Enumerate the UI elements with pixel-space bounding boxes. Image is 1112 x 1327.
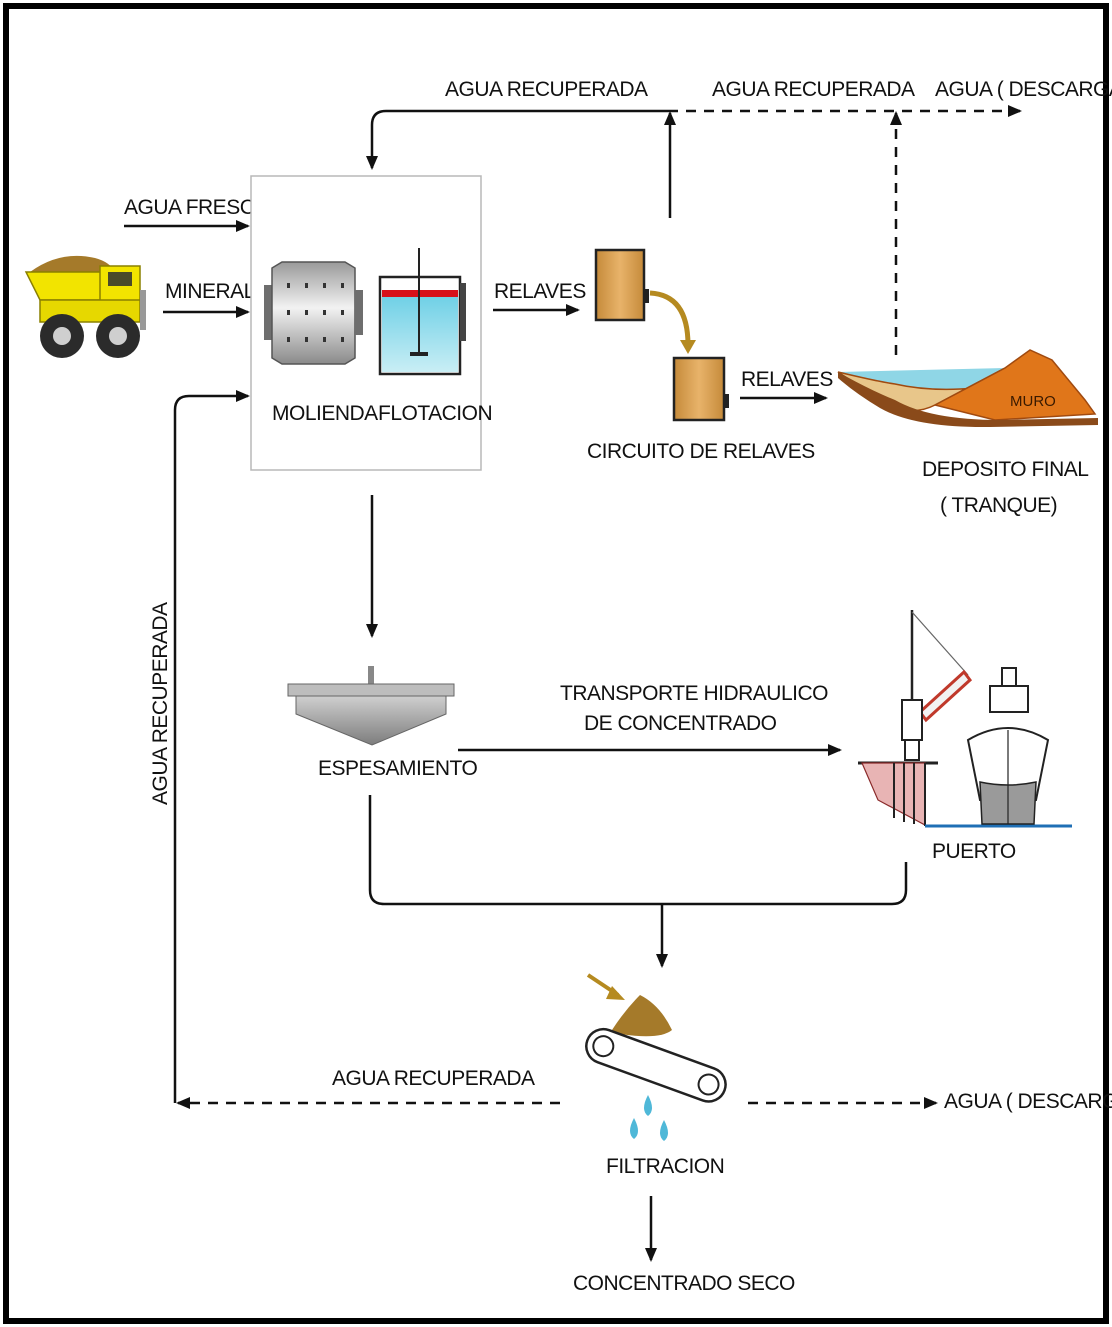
label-mineral: MINERAL <box>165 280 255 303</box>
label-agua-recuperada-bottom: AGUA RECUPERADA <box>332 1067 535 1090</box>
label-agua-fresca: AGUA FRESCA <box>124 196 268 219</box>
water-drop-icon <box>630 1095 668 1141</box>
label-filtracion: FILTRACION <box>606 1155 724 1178</box>
tailings-tank-icon <box>594 248 729 422</box>
label-espesamiento: ESPESAMIENTO <box>318 757 477 780</box>
filter-belt-icon <box>585 973 727 1103</box>
flotation-cell-icon <box>378 248 466 376</box>
label-circuito-de-relaves: CIRCUITO DE RELAVES <box>587 440 815 463</box>
label-agua-descarga-bottom: AGUA ( DESCARGA) <box>944 1090 1112 1113</box>
label-deposito-final-1: DEPOSITO FINAL <box>922 458 1089 481</box>
label-relaves-2: RELAVES <box>741 368 833 391</box>
ball-mill-icon <box>264 261 363 365</box>
label-agua-recuperada-vertical: AGUA RECUPERADA <box>149 602 172 805</box>
label-transporte-2: DE CONCENTRADO <box>584 712 777 735</box>
dump-truck-icon <box>24 255 146 358</box>
label-agua-recuperada-top-left: AGUA RECUPERADA <box>445 78 648 101</box>
outer-frame <box>3 3 1109 1324</box>
to-filtration-line <box>368 795 908 906</box>
label-deposito-final-2: ( TRANQUE) <box>940 494 1057 517</box>
label-molienda: MOLIENDA <box>272 402 378 425</box>
label-agua-descarga-top: AGUA ( DESCARGA) <box>935 78 1112 101</box>
label-relaves-1: RELAVES <box>494 280 586 303</box>
tailings-dam-icon <box>837 349 1098 428</box>
label-flotacion: FLOTACION <box>378 402 492 425</box>
label-concentrado-seco: CONCENTRADO SECO <box>573 1272 795 1295</box>
label-puerto: PUERTO <box>932 840 1016 863</box>
thickener-icon <box>287 666 455 746</box>
label-muro: MURO <box>1010 393 1056 410</box>
top-recovered-water-line <box>366 109 668 170</box>
ship-icon <box>966 667 1050 825</box>
label-transporte-1: TRANSPORTE HIDRAULICO <box>560 682 828 705</box>
port-crane-icon <box>858 610 1072 828</box>
left-recovered-water-line <box>173 390 250 1103</box>
label-agua-recuperada-top-right: AGUA RECUPERADA <box>712 78 915 101</box>
